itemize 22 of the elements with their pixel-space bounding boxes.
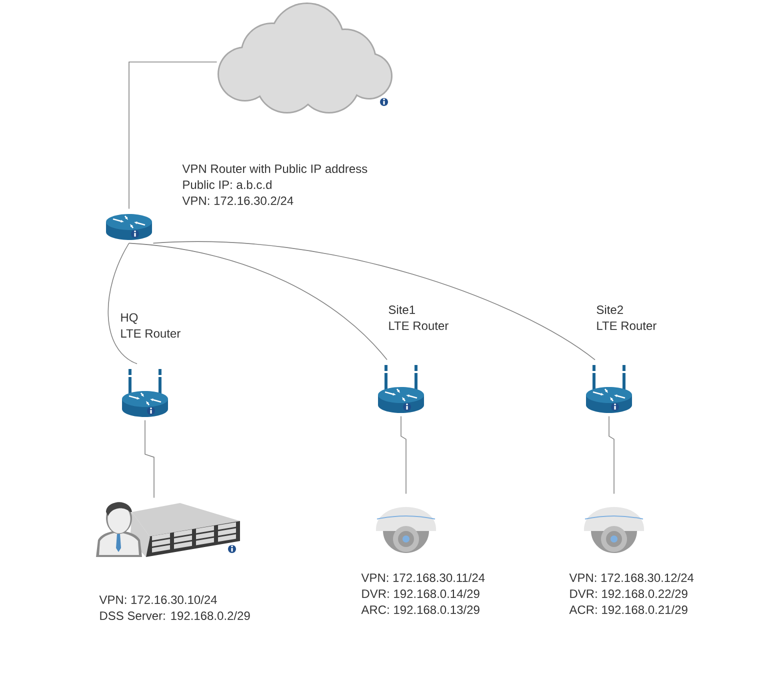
server-drawing (96, 502, 240, 557)
connection-line (400, 416, 406, 494)
connection-line (108, 242, 138, 364)
dome-camera-icon (376, 507, 436, 553)
connection-line (608, 416, 614, 494)
cloud-icon (218, 2, 392, 114)
address-label: Site1 LTE Router (388, 305, 448, 330)
connection-line (144, 420, 154, 498)
address-label: VPN: 172.16.30.10/24 DSS Server: 192.168.0.2/29 (99, 595, 250, 620)
connection-line (152, 241, 596, 360)
connection-line (128, 242, 388, 360)
address-label: VPN: 172.168.30.12/24 DVR: 192.168.0.22/29 ACR: 192.168.0.21/29 (569, 573, 694, 614)
router-icon (106, 214, 152, 240)
router-icon (122, 369, 168, 417)
address-label: VPN Router with Public IP address Public IP: a.b.c.d VPN: 172.16.30.2/24 (182, 164, 368, 205)
address-label: Site2 LTE Router (596, 305, 656, 330)
dome-camera-icon (584, 507, 644, 553)
router-icon (378, 365, 424, 413)
address-label: HQ LTE Router (121, 313, 180, 338)
connection-line (128, 62, 218, 210)
router-icon (586, 365, 632, 413)
address-label: VPN: 172.168.30.11/24 DVR: 192.168.0.14/29 ARC: 192.168.0.13/29 (361, 573, 485, 614)
